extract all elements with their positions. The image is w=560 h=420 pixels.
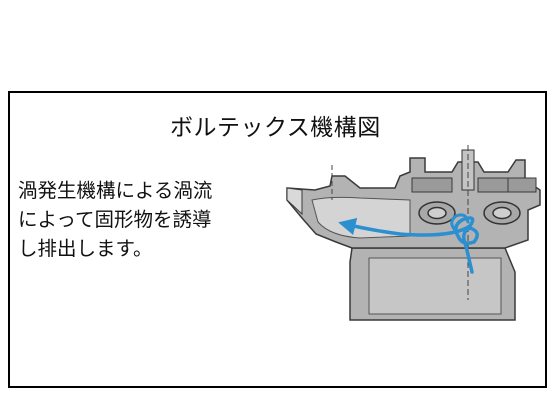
description-line-1: 渦発生機構による渦流	[18, 179, 213, 202]
pump-inner-chamber	[368, 257, 502, 315]
vortex-flow-arrow	[338, 216, 479, 274]
diagram-title: ボルテックス機構図	[170, 115, 381, 141]
flange-blocks	[411, 177, 537, 193]
impeller-disc-left	[418, 201, 456, 225]
description-line-3: し排出します。	[18, 237, 153, 260]
pump-outlet	[286, 187, 303, 216]
description-text: 渦発生機構による渦流 によって固形物を誘導 し排出します。	[18, 176, 212, 263]
vortex-swirl	[450, 213, 470, 232]
description-line-2: によって固形物を誘導	[18, 208, 212, 231]
impeller-disc-right	[483, 201, 521, 225]
